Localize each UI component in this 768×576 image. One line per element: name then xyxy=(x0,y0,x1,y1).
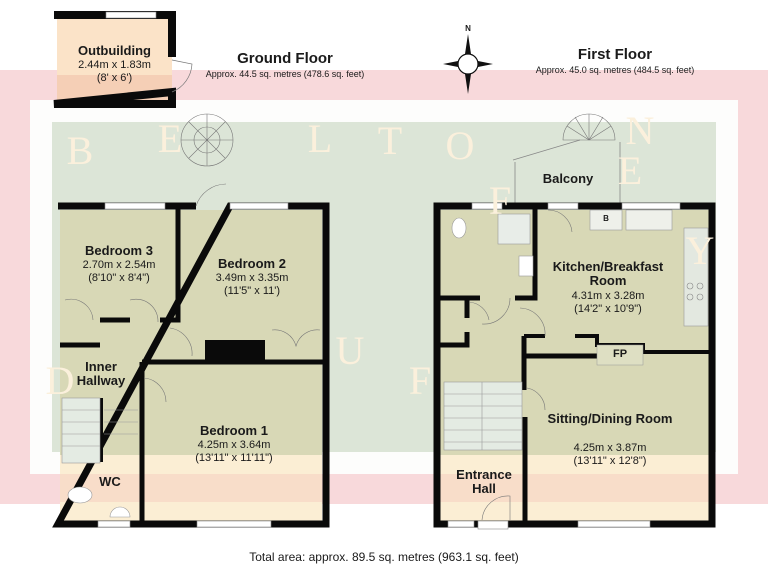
watermark-line-1-letter: B xyxy=(66,128,94,173)
room-balcony-name: Balcony xyxy=(542,171,594,186)
sink-unit xyxy=(625,209,673,231)
total-area: Total area: approx. 89.5 sq. metres (963… xyxy=(249,550,519,564)
watermark-line-1-letter: O xyxy=(445,123,475,168)
worktop xyxy=(683,227,709,327)
watermark-line-2-letter: F xyxy=(408,358,432,403)
room-kitchen-dim-imperial: (14'2" x 10'9") xyxy=(574,303,642,315)
fireplace xyxy=(596,344,644,366)
outbuilding-plan xyxy=(53,11,193,108)
room-wc-name: WC xyxy=(99,474,121,489)
chimney-breast xyxy=(205,340,265,362)
room-outbuilding-dim-imperial: (8' x 6') xyxy=(96,72,133,84)
spiral-staircase-first xyxy=(562,113,616,141)
toilet xyxy=(67,486,93,504)
fireplace-label: FP xyxy=(612,348,628,360)
first-floor-title: First Floor xyxy=(577,46,653,63)
room-entrance-hall-name: Entrance Hall xyxy=(456,467,512,496)
watermark-line-2-letter: F xyxy=(488,178,512,223)
room-bedroom3-dim-metric: 2.70m x 2.54m xyxy=(82,259,156,271)
room-inner-hallway-name: Inner Hallway xyxy=(76,359,126,388)
compass-rose xyxy=(443,34,493,94)
watermark-line-1-letter: L xyxy=(307,116,333,161)
room-kitchen-name: Kitchen/Breakfast Room xyxy=(552,259,664,288)
door-swings-ground xyxy=(64,298,321,403)
first-floor-plan xyxy=(433,113,716,530)
room-outbuilding-name: Outbuilding xyxy=(78,43,151,58)
basin xyxy=(109,506,131,518)
room-bedroom3-dim-imperial: (8'10" x 8'4") xyxy=(88,272,150,284)
toilet-first xyxy=(451,217,467,239)
door-swing xyxy=(171,59,193,93)
room-bedroom1-dim-metric: 4.25m x 3.64m xyxy=(197,439,271,451)
basin-first xyxy=(518,255,534,277)
room-bedroom2-name: Bedroom 2 xyxy=(218,256,286,271)
balcony-outline xyxy=(512,139,621,205)
room-bedroom2-dim-metric: 3.49m x 3.35m xyxy=(215,272,289,284)
room-outbuilding-dim-metric: 2.44m x 1.83m xyxy=(78,59,151,71)
watermark-line-2-letter: U xyxy=(335,328,365,373)
room-bedroom2-dim-imperial: (11'5" x 11') xyxy=(224,285,280,297)
room-kitchen-dim-metric: 4.31m x 3.28m xyxy=(571,290,645,302)
ground-floor-plan xyxy=(52,113,330,528)
shower xyxy=(497,213,531,245)
watermark-line-2-letter: D xyxy=(45,358,75,403)
stairs-ground xyxy=(61,397,138,464)
watermark-line-2-letter: Y xyxy=(685,228,715,273)
first-floor-area: Approx. 45.0 sq. metres (484.5 sq. feet) xyxy=(535,65,695,75)
room-bedroom1-dim-imperial: (13'11" x 11'11") xyxy=(195,452,273,464)
door-swings-first xyxy=(468,209,573,521)
window xyxy=(105,11,157,19)
hob xyxy=(686,282,704,301)
room-bedroom3-name: Bedroom 3 xyxy=(85,243,153,258)
room-bedroom1-name: Bedroom 1 xyxy=(200,423,268,438)
watermark-line-1-letter: N xyxy=(625,108,655,153)
stairs-first xyxy=(443,381,523,451)
boiler xyxy=(589,209,623,231)
room-sitting-dining-dim-metric: 4.25m x 3.87m xyxy=(573,442,647,454)
watermark-pink-side-left xyxy=(0,100,30,474)
ground-floor-area: Approx. 44.5 sq. metres (478.6 sq. feet) xyxy=(205,69,365,79)
room-sitting-dining-dim-imperial: (13'11" x 12'8") xyxy=(573,455,647,467)
ground-floor-title: Ground Floor xyxy=(237,50,333,67)
compass-north-label: N xyxy=(465,24,471,33)
watermark-line-2-letter: E xyxy=(617,148,643,193)
watermark-line-1-letter: E xyxy=(157,116,183,161)
watermark-pink-side-right xyxy=(738,100,768,474)
watermark-line-1-letter: T xyxy=(377,118,403,163)
boiler-label: B xyxy=(603,214,609,223)
spiral-staircase-ground xyxy=(180,113,234,167)
room-sitting-dining-name: Sitting/Dining Room xyxy=(547,411,673,426)
